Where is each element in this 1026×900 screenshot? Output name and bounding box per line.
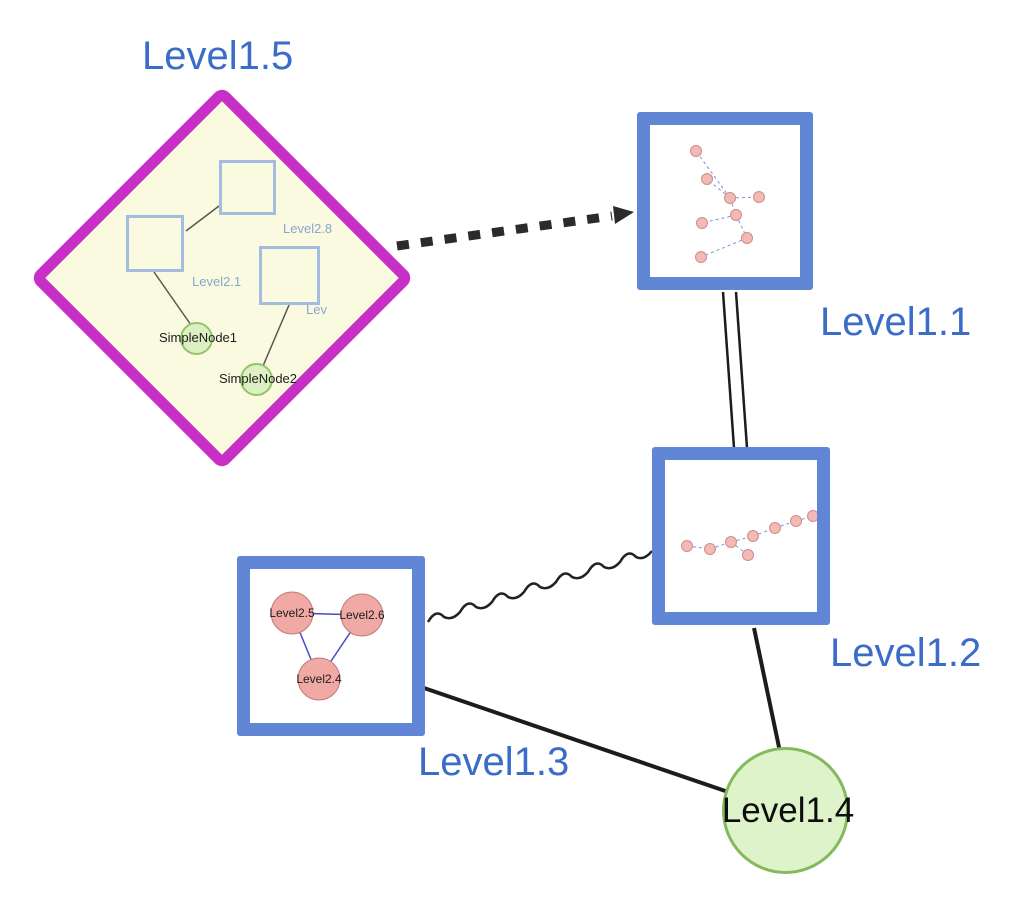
label-level2-8: Level2.8	[283, 221, 333, 236]
mini-node[interactable]	[790, 515, 802, 527]
mini-node[interactable]	[741, 232, 753, 244]
edge-double-line-2[interactable]	[734, 291, 749, 449]
node-level2-6[interactable]	[340, 593, 384, 637]
node-level2-5[interactable]	[270, 591, 314, 635]
label-level1-5: Level1.5	[142, 34, 294, 78]
level11-nested-nodes	[690, 145, 765, 263]
edge-level11-level12[interactable]	[721, 291, 749, 449]
label-level2-6: Level2.6	[339, 608, 385, 622]
mini-node[interactable]	[747, 530, 759, 542]
edge-sqleft-sqtop[interactable]	[185, 205, 220, 232]
label-level2-1: Level2.1	[192, 274, 242, 289]
label-simplenode2: SimpleNode2	[218, 371, 298, 386]
diamond-child-square-level21[interactable]	[126, 215, 184, 272]
edge-level13-level14[interactable]	[423, 686, 738, 797]
level11-nested-graph	[690, 145, 765, 263]
label-level1-4: Level1.4	[721, 791, 855, 830]
diamond-child-square-top[interactable]	[219, 160, 276, 215]
mini-node[interactable]	[769, 522, 781, 534]
edge-level12-level14[interactable]	[752, 627, 782, 753]
mini-node[interactable]	[753, 191, 765, 203]
diamond-child-square-lev[interactable]	[259, 246, 320, 305]
edge-level15-level11-arrowhead	[613, 206, 634, 224]
edge-level15-level11[interactable]	[396, 206, 634, 251]
edge-sqright-simplenode2[interactable]	[262, 304, 290, 367]
mini-node[interactable]	[695, 251, 707, 263]
group-node-level1-2[interactable]	[652, 447, 830, 625]
mini-node[interactable]	[807, 510, 818, 522]
group-node-level1-1[interactable]	[637, 112, 813, 290]
mini-node[interactable]	[725, 536, 737, 548]
label-level2-4: Level2.4	[296, 672, 342, 686]
edge-level15-level11-dashes[interactable]	[396, 211, 613, 251]
mini-node[interactable]	[742, 549, 754, 561]
label-lev: Lev	[306, 302, 327, 317]
diamond-internal-edges	[153, 205, 290, 367]
node-level2-4[interactable]	[297, 657, 341, 701]
label-level1-2: Level1.2	[830, 631, 982, 675]
label-level1-3: Level1.3	[418, 740, 570, 784]
edge-sqleft-simplenode1[interactable]	[153, 271, 192, 326]
level12-nested-nodes	[681, 510, 818, 561]
node-level1-4[interactable]	[722, 747, 849, 874]
group-node-level1-3[interactable]: Level2.5 Level2.6 Level2.4	[237, 556, 425, 736]
mini-node[interactable]	[701, 173, 713, 185]
level12-nested-graph	[681, 510, 818, 561]
label-simplenode1: SimpleNode1	[158, 330, 238, 345]
node-simplenode2[interactable]	[240, 363, 273, 396]
level13-nested-graph: Level2.5 Level2.6 Level2.4	[269, 591, 385, 701]
mini-node[interactable]	[696, 217, 708, 229]
label-level1-1: Level1.1	[820, 300, 972, 344]
edge-level13-level12-wavy[interactable]	[426, 550, 653, 623]
mini-node[interactable]	[690, 145, 702, 157]
edge-double-line-1[interactable]	[721, 291, 736, 449]
mini-node[interactable]	[681, 540, 693, 552]
label-level2-5: Level2.5	[269, 606, 315, 620]
mini-node[interactable]	[730, 209, 742, 221]
mini-node[interactable]	[704, 543, 716, 555]
mini-node[interactable]	[724, 192, 736, 204]
node-simplenode1[interactable]	[180, 322, 213, 355]
